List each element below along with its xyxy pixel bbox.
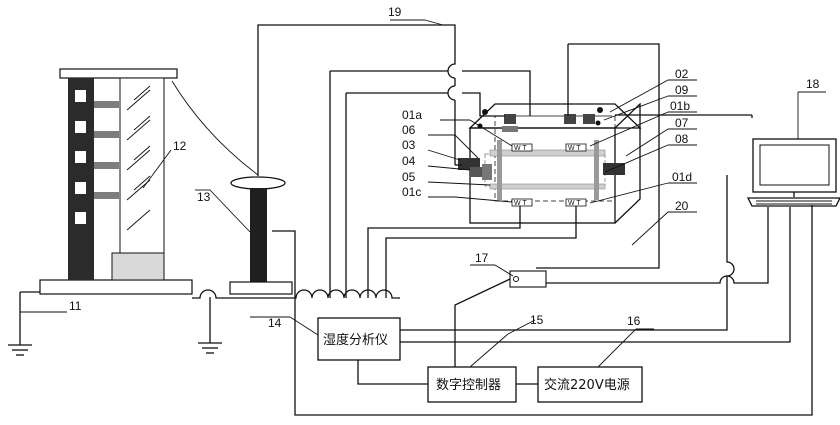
bus-crossings	[192, 290, 400, 298]
ground-symbol-left	[8, 292, 40, 355]
label-07: 07	[675, 116, 689, 130]
label-01b: 01b	[670, 99, 690, 113]
label-01c: 01c	[402, 185, 421, 199]
humidity-analyzer-label: 湿度分析仪	[323, 332, 388, 348]
sensor-mark-01d: W T	[568, 200, 581, 207]
label-20: 20	[675, 199, 689, 213]
label-12: 12	[173, 139, 187, 153]
label-15: 15	[530, 313, 544, 327]
label-08: 08	[675, 132, 689, 146]
ac-power-label: 交流220V电源	[544, 377, 630, 393]
label-17: 17	[475, 251, 489, 265]
label-01a: 01a	[402, 108, 422, 122]
computer-18	[748, 139, 840, 206]
label-09: 09	[675, 83, 689, 97]
label-06: 06	[402, 123, 416, 137]
label-02: 02	[675, 67, 689, 81]
transformer-12	[40, 69, 192, 294]
top-gland-left	[502, 114, 518, 132]
sensor-mark-01a: W T	[514, 145, 527, 152]
sensor-17-box	[510, 271, 546, 287]
label-04: 04	[402, 154, 416, 168]
label-01d: 01d	[672, 170, 692, 184]
label-11: 11	[69, 299, 82, 313]
label-03: 03	[402, 138, 416, 152]
sensor-mark-01c: W T	[514, 200, 527, 207]
label-19: 19	[388, 5, 402, 19]
test-chamber	[458, 104, 640, 223]
label-18: 18	[806, 77, 820, 91]
sensor-mark-01b: W T	[568, 145, 581, 152]
ground-symbol-middle	[198, 297, 222, 353]
label-13: 13	[197, 190, 211, 204]
digital-controller-label: 数字控制器	[436, 378, 501, 393]
divider-13	[230, 177, 292, 294]
label-14: 14	[268, 316, 282, 330]
label-16: 16	[627, 314, 641, 328]
label-05: 05	[402, 170, 416, 184]
